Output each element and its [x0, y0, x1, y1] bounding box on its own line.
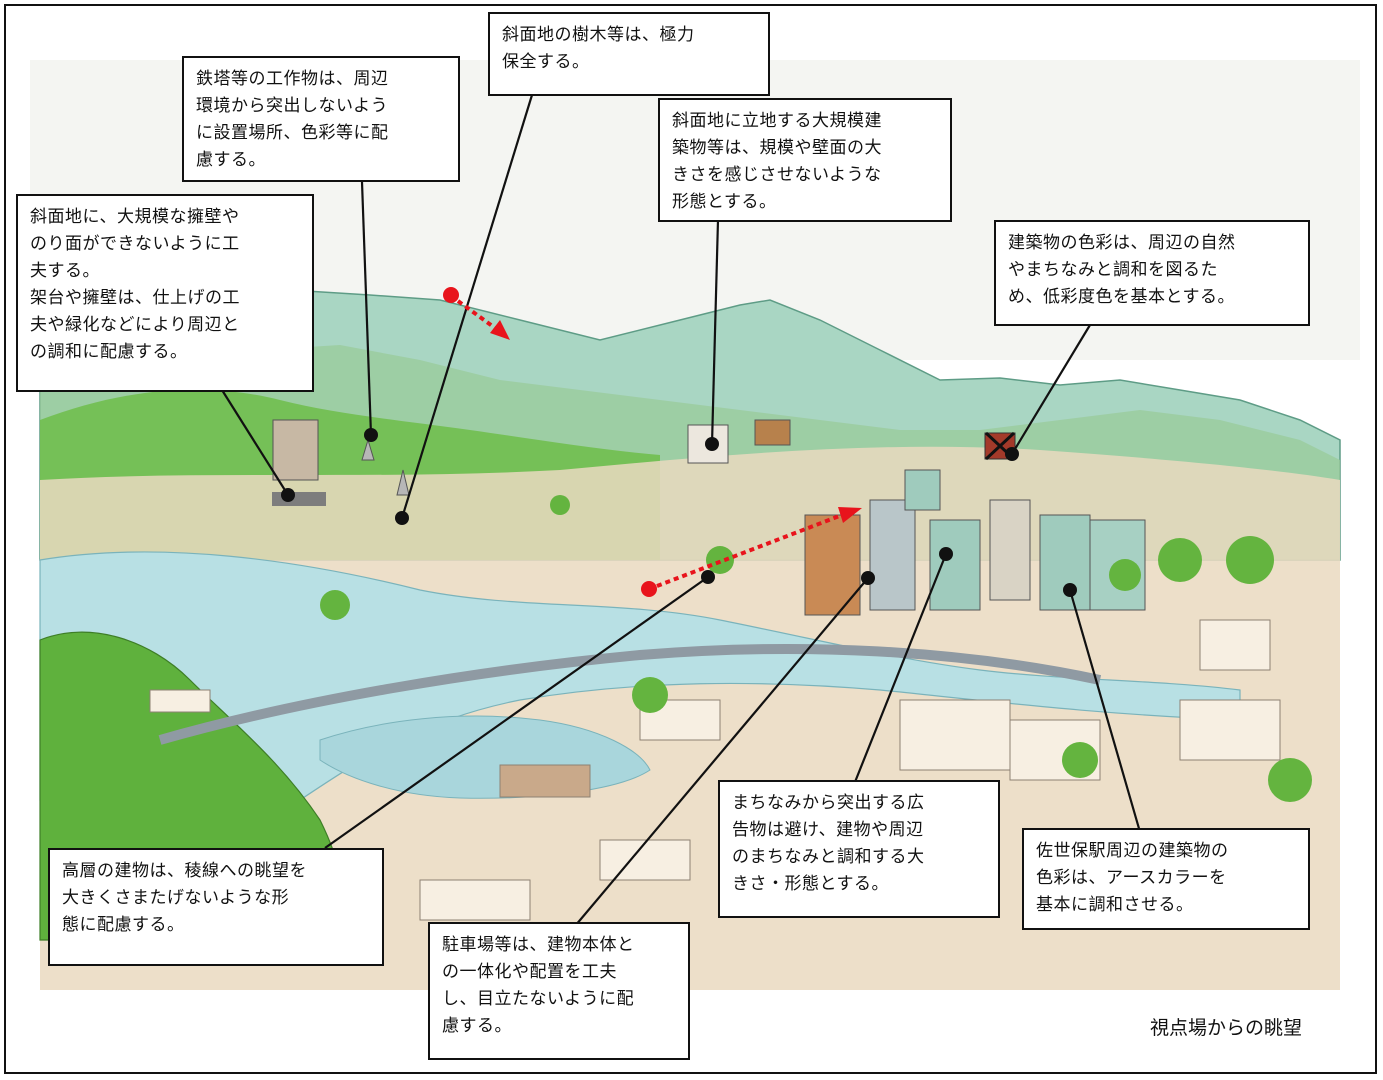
steel-tower — [361, 438, 375, 461]
steel-tower-2 — [396, 469, 410, 496]
note-parking: 駐車場等は、建物本体と の一体化や配置を工夫 し、目立たないように配 慮する。 — [428, 922, 690, 1060]
outer-frame — [4, 4, 1377, 1074]
note-tower-structures: 鉄塔等の工作物は、周辺 環境から突出しないよう に設置場所、色彩等に配 慮する。 — [182, 56, 460, 182]
retaining-wall — [272, 492, 326, 506]
slope-large-building — [687, 424, 729, 464]
note-slope-trees: 斜面地の樹木等は、極力 保全する。 — [488, 12, 770, 96]
viewpoint-arrow-top — [443, 287, 510, 340]
note-signage: まちなみから突出する広 告物は避け、建物や周辺 のまちなみと調和する大 きさ・形… — [718, 780, 1000, 918]
town-rooftops — [149, 619, 1281, 921]
leader-dots — [281, 428, 1077, 597]
note-slope-large-buildings: 斜面地に立地する大規模建 築物等は、規模や壁面の大 きさを感じさせないような 形… — [658, 98, 952, 222]
note-high-rise: 高層の建物は、稜線への眺望を 大きくさまたげないような形 態に配慮する。 — [48, 848, 384, 966]
note-building-colors: 建築物の色彩は、周辺の自然 やまちなみと調和を図るた め、低彩度色を基本とする。 — [994, 220, 1310, 326]
legend — [1015, 1003, 1370, 1055]
slope-terraced-building — [754, 419, 791, 446]
viewpoint-arrow-center — [641, 507, 862, 597]
elevated-highway — [158, 644, 1102, 745]
hillside-apartment — [272, 419, 319, 481]
legend-label: 視点場からの眺望 — [1150, 1017, 1303, 1039]
leader-lines — [221, 94, 1142, 933]
note-slope-retaining-walls: 斜面地に、大規模な擁壁や のり面ができないように工 夫する。 架台や擁壁は、仕上… — [16, 194, 314, 392]
note-station-area: 佐世保駅周辺の建築物の 色彩は、アースカラーを 基本に調和させる。 — [1022, 828, 1310, 930]
